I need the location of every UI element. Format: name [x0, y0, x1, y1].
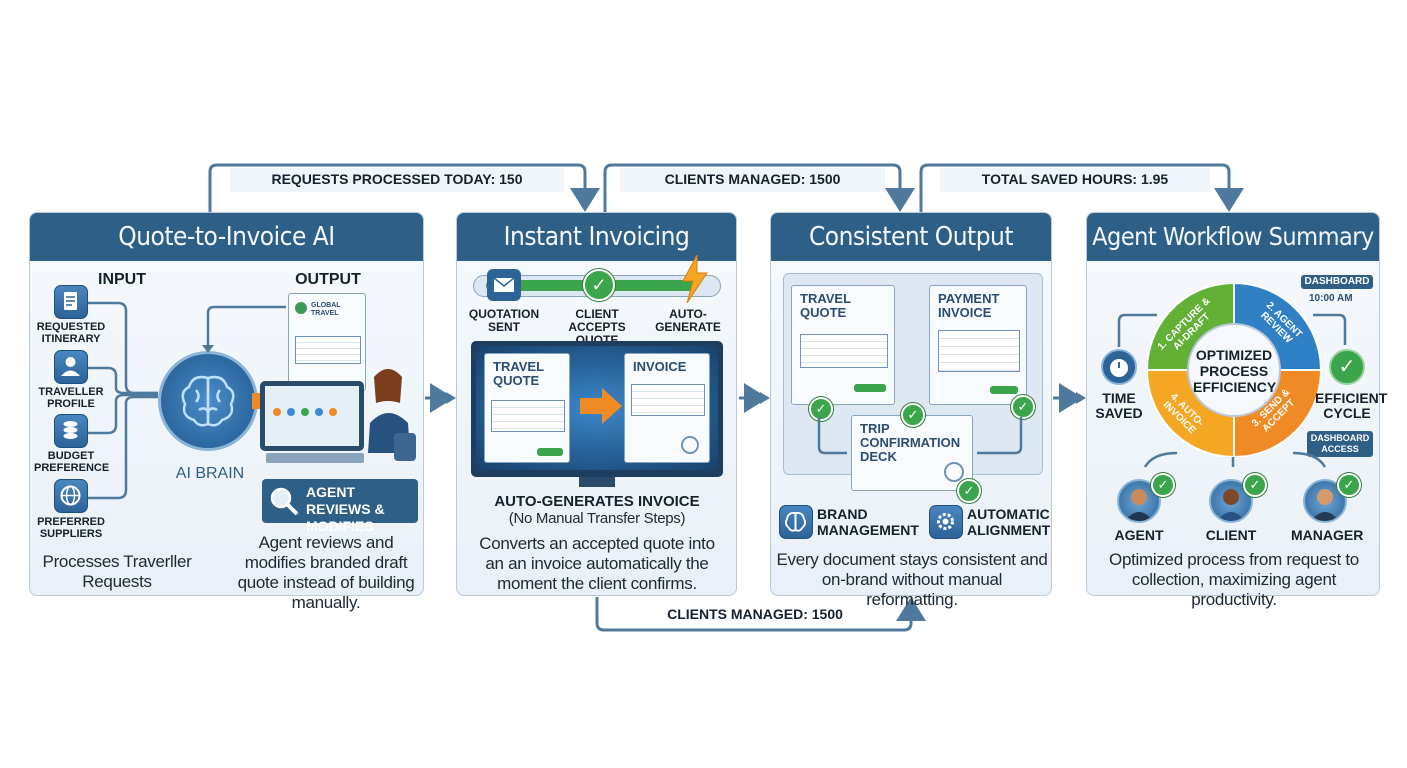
check-icon: ✓	[1151, 473, 1175, 497]
doc-travel-quote-title: TRAVEL QUOTE	[800, 291, 851, 320]
check-icon: ✓	[957, 479, 981, 503]
panel-agent-workflow: Agent Workflow Summary DASHBOARD 10:00 A…	[1086, 212, 1388, 609]
panel-instant-invoicing: Instant Invoicing ✓ QUOTATION SENT CLIEN…	[456, 212, 737, 596]
agent-review-badge: AGENT REVIEWS & MODIFIES	[262, 479, 418, 534]
panel-consistent-output: Consistent Output TRAVEL QUOTE PAYMENT I…	[770, 212, 1052, 609]
doc-flow-lines	[817, 417, 1023, 455]
input-label-suppliers: PREFERRED SUPPLIERS	[37, 516, 105, 540]
check-icon: ✓	[1337, 473, 1361, 497]
dashboard-access-badge: DASHBOARD ACCESS	[1307, 431, 1373, 457]
lightning-icon	[682, 255, 708, 303]
panel2-desc: Converts an accepted quote into an an in…	[479, 534, 715, 593]
agent-monitor	[260, 381, 364, 451]
panel3-desc: Every document stays consistent and on-b…	[776, 550, 1048, 609]
auto-generates-sub: (No Manual Transfer Steps)	[508, 510, 686, 527]
panel-title: Quote-to-Invoice AI	[30, 213, 423, 261]
client-accept-check-icon: ✓	[583, 269, 615, 301]
gear-icon	[929, 505, 963, 539]
doc-travel-quote: TRAVEL QUOTE	[791, 285, 895, 405]
panel-quote-to-invoice: Quote-to-Invoice AI INPUT OUTPUT REQUEST…	[29, 212, 424, 612]
role-client: CLIENT	[1205, 527, 1257, 543]
input-label-itinerary: REQUESTED ITINERARY	[36, 321, 106, 345]
manager-avatar	[1303, 479, 1347, 523]
feedback-arrow	[202, 305, 286, 353]
check-icon: ✓	[901, 403, 925, 427]
step-auto-generate: AUTO-GENERATE	[655, 307, 721, 334]
orange-arrow-icon	[580, 388, 622, 424]
fingerprint-icon	[681, 436, 699, 454]
role-agent: AGENT	[1114, 527, 1164, 543]
workflow-connector-lines	[1117, 313, 1347, 468]
step-client-accepts: CLIENT ACCEPTS QUOTE	[568, 307, 626, 347]
globe-logo-icon	[295, 302, 307, 314]
step-quotation-sent: QUOTATION SENT	[468, 307, 540, 334]
auto-generates-title: AUTO-GENERATES INVOICE	[494, 493, 700, 510]
screen-doc-quote-title: TRAVEL QUOTE	[493, 359, 544, 388]
panel-title: Instant Invoicing	[457, 213, 736, 261]
document-icon	[54, 285, 88, 319]
saved-hours-counter: TOTAL SAVED HOURS: 1.95	[940, 168, 1210, 192]
check-icon: ✓	[1011, 395, 1035, 419]
feature-automatic-alignment: AUTOMATIC ALIGNMENT	[967, 506, 1051, 538]
clients-counter: CLIENTS MANAGED: 1500	[620, 168, 885, 192]
bottom-clients-counter: CLIENTS MANAGED: 1500	[615, 603, 895, 627]
input-label-budget: BUDGET PREFERENCE	[34, 450, 110, 474]
cycle-center-label: OPTIMIZED PROCESS EFFICIENCY	[1193, 347, 1277, 395]
screen-doc-invoice-title: INVOICE	[633, 359, 687, 374]
doc-trip-confirmation: TRIP CONFIRMATION DECK	[851, 415, 973, 491]
quote-brand: GLOBAL TRAVEL	[311, 302, 341, 317]
requests-counter: REQUESTS PROCESSED TODAY: 150	[230, 168, 564, 192]
role-manager: MANAGER	[1291, 527, 1364, 543]
feature-brand-management: BRAND MANAGEMENT	[817, 506, 919, 538]
input-label-profile: TRAVELLER PROFILE	[38, 386, 104, 410]
check-icon: ✓	[1243, 473, 1267, 497]
coins-icon	[54, 414, 88, 448]
check-icon: ✓	[809, 397, 833, 421]
efficient-cycle-icon: ✓	[1329, 349, 1365, 385]
client-avatar	[1209, 479, 1253, 523]
input-heading: INPUT	[98, 271, 146, 288]
output-heading: OUTPUT	[295, 271, 361, 288]
stopwatch-icon	[1101, 349, 1137, 385]
workflow-cycle	[1147, 283, 1321, 457]
agent-person-icon	[364, 363, 418, 463]
globe-icon	[54, 479, 88, 513]
branded-quote-document: GLOBAL TRAVEL	[288, 293, 366, 391]
doc-payment-invoice-title: PAYMENT INVOICE	[938, 291, 1000, 320]
brain-icon	[779, 505, 813, 539]
fingerprint-icon	[944, 462, 964, 482]
ai-brain-icon	[158, 351, 258, 451]
magnifier-icon	[270, 487, 299, 516]
doc-trip-confirmation-title: TRIP CONFIRMATION DECK	[860, 421, 961, 464]
agent-review-label: AGENT REVIEWS & MODIFIES	[306, 484, 385, 534]
dashboard-time: 10:00 AM	[1309, 293, 1353, 304]
person-icon	[54, 350, 88, 384]
panel-title: Agent Workflow Summary	[1087, 213, 1379, 261]
dashboard-badge: DASHBOARD	[1301, 275, 1373, 289]
panel4-desc: Optimized process from request to collec…	[1109, 550, 1359, 609]
doc-payment-invoice: PAYMENT INVOICE	[929, 285, 1027, 405]
invoice-screen: TRAVEL QUOTE INVOICE	[471, 341, 723, 477]
keyboard	[266, 453, 364, 463]
panel-title: Consistent Output	[771, 213, 1051, 261]
time-saved-label: TIME SAVED	[1095, 390, 1143, 421]
efficient-cycle-label: EFFICIENT CYCLE	[1315, 390, 1388, 421]
ai-brain-label: AI BRAIN	[175, 465, 245, 482]
panel1-right-desc: Agent reviews and modifies branded draft…	[237, 533, 415, 612]
input-flow-lines	[88, 301, 158, 500]
envelope-icon	[487, 269, 521, 301]
panel1-left-desc: Processes Traverller Requests	[42, 552, 192, 591]
